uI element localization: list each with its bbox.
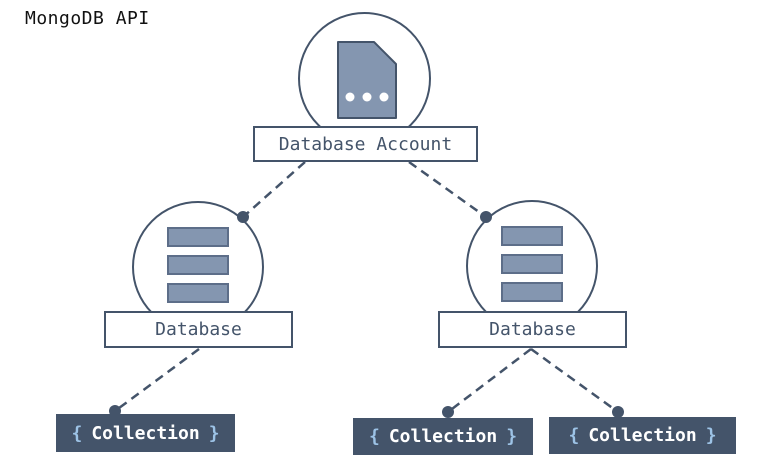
database-left-label: Database: [104, 311, 293, 348]
dashed-connector-account-right: [408, 160, 487, 219]
database-icon: [167, 227, 229, 303]
open-brace: {: [71, 422, 83, 444]
collection-label: Collection: [91, 422, 200, 444]
diagram-title: MongoDB API: [25, 8, 150, 29]
database-right-label: Database: [438, 311, 627, 348]
account-node-label: Database Account: [253, 126, 478, 162]
document-icon: [337, 41, 397, 119]
database-bar: [167, 283, 229, 303]
close-brace: }: [506, 426, 518, 447]
close-brace: }: [705, 425, 717, 446]
open-brace: {: [368, 426, 380, 447]
connector-dot: [442, 406, 454, 418]
dashed-connector-dbright-coll2: [447, 348, 532, 413]
database-bar: [501, 226, 563, 246]
open-brace: {: [568, 425, 580, 446]
dashed-connector-dbleft-coll1: [114, 347, 200, 413]
close-brace: }: [208, 422, 220, 444]
account-node-circle: [298, 12, 431, 145]
collection-box: { Collection }: [549, 417, 736, 454]
database-bar: [501, 282, 563, 302]
database-icon: [501, 226, 563, 302]
database-bar: [501, 254, 563, 274]
database-bar: [167, 255, 229, 275]
dashed-connector-account-left: [242, 161, 306, 218]
dashed-connector-dbright-coll3: [530, 347, 619, 414]
collection-box: { Collection }: [353, 418, 533, 455]
collection-label: Collection: [388, 426, 498, 447]
collection-box: { Collection }: [56, 414, 235, 452]
collection-label: Collection: [588, 425, 697, 446]
database-bar: [167, 227, 229, 247]
